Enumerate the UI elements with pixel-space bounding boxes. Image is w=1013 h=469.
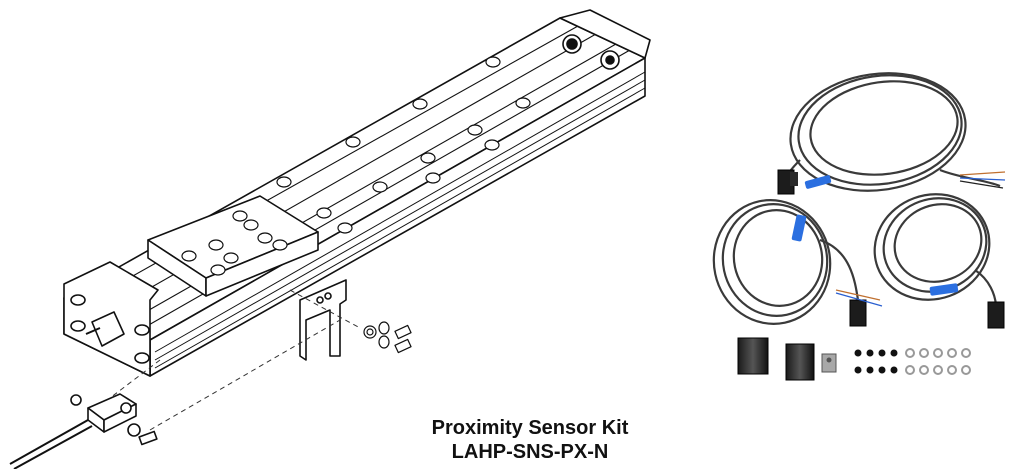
product-title: Proximity Sensor Kit xyxy=(431,417,629,439)
left-cable-coil xyxy=(712,199,860,325)
product-caption: Proximity Sensor Kit LAHP-SNS-PX-N xyxy=(380,416,680,464)
product-part-number: LAHP-SNS-PX-N xyxy=(451,441,609,463)
right-sensor-head xyxy=(987,301,1005,329)
right-cable-tie xyxy=(929,283,959,296)
far-end-plate xyxy=(559,9,651,59)
left-sensor-head xyxy=(849,299,867,327)
rail-mounting-holes xyxy=(276,56,531,234)
top-cable-tie xyxy=(804,175,832,189)
left-cable-tie xyxy=(791,214,807,242)
proximity-sensor-drawing xyxy=(9,393,158,469)
linear-actuator-drawing xyxy=(9,9,651,469)
kit-washers xyxy=(905,348,971,375)
motor-shaft xyxy=(91,311,125,347)
kit-screws xyxy=(854,349,898,374)
kit-brackets xyxy=(737,337,837,381)
sensor-bracket xyxy=(299,279,347,361)
sensor-kit-photo xyxy=(712,72,1006,381)
top-cable-coil xyxy=(784,72,1001,192)
bracket-screws xyxy=(363,321,412,354)
